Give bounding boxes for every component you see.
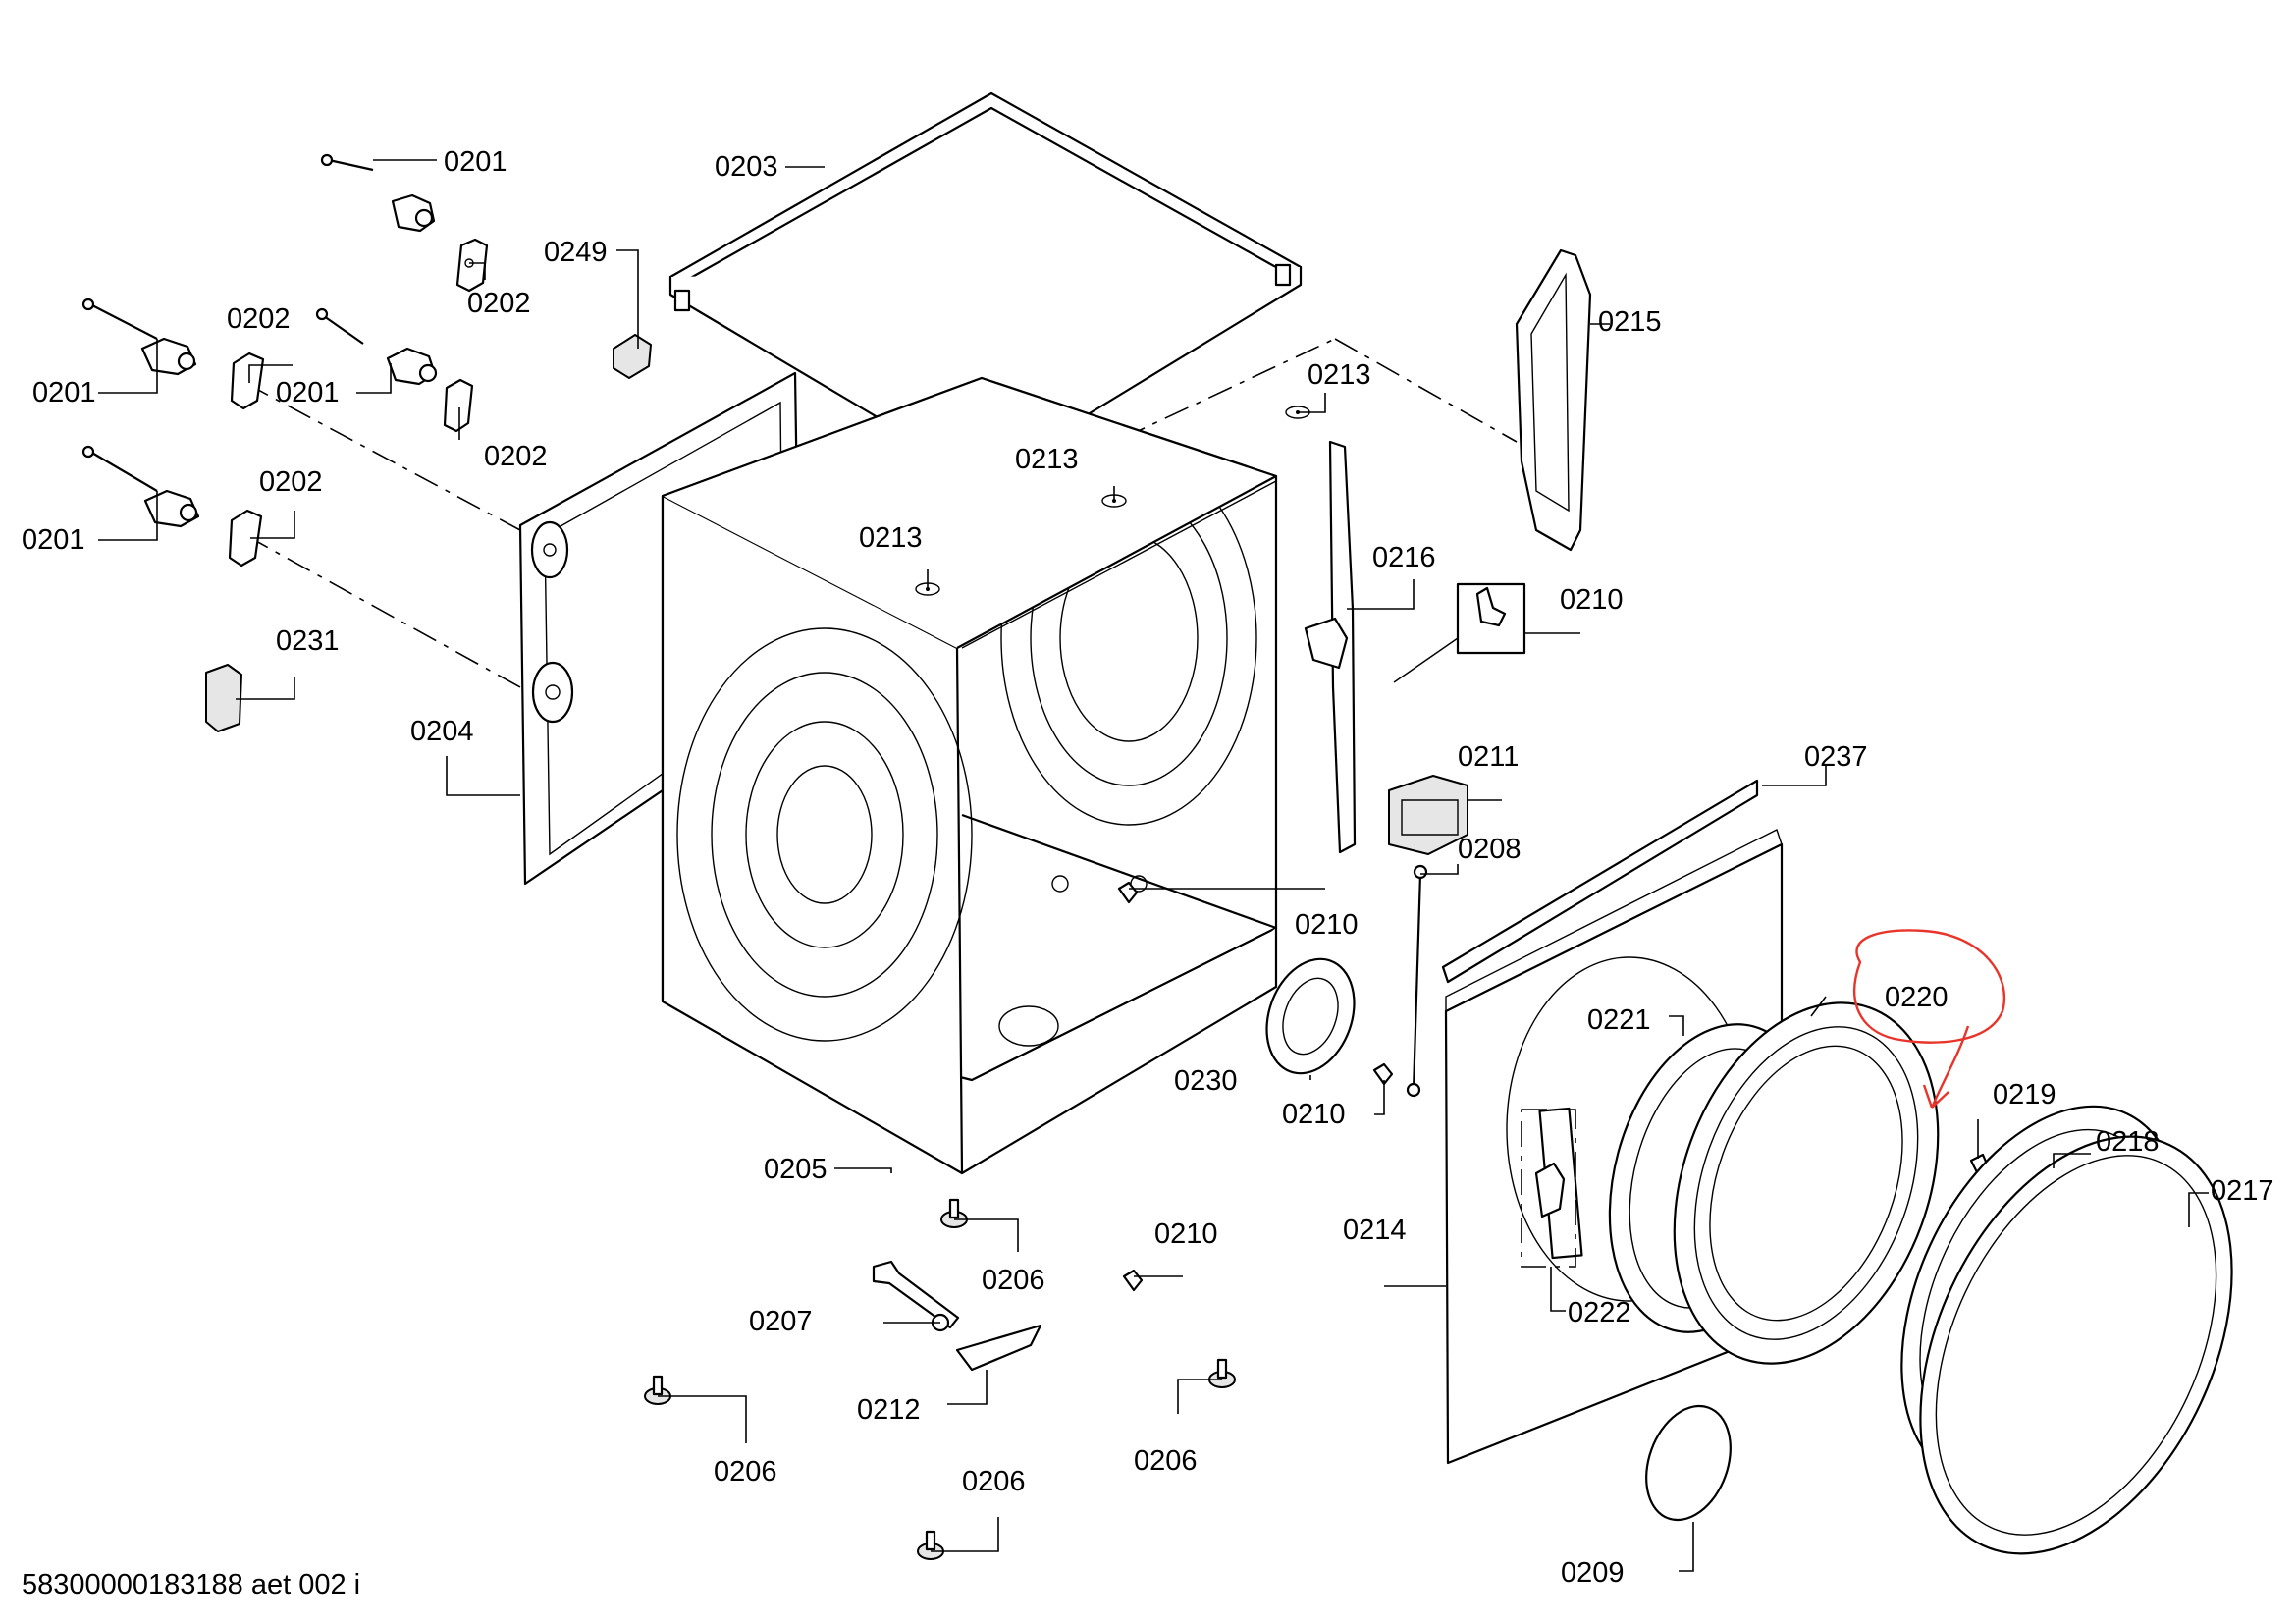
label-0214: 0214 bbox=[1343, 1215, 1407, 1246]
label-0201: 0201 bbox=[22, 524, 85, 556]
label-0215: 0215 bbox=[1598, 306, 1662, 338]
label-0202: 0202 bbox=[467, 288, 531, 319]
label-0206: 0206 bbox=[962, 1466, 1026, 1497]
label-0219: 0219 bbox=[1993, 1079, 2056, 1110]
label-0210: 0210 bbox=[1154, 1218, 1218, 1250]
label-0204: 0204 bbox=[410, 716, 474, 747]
label-0237: 0237 bbox=[1804, 741, 1868, 773]
side-bracket-0215 bbox=[1515, 248, 1592, 552]
label-0201: 0201 bbox=[444, 146, 507, 178]
feet-and-tools bbox=[644, 1198, 1236, 1560]
label-0213: 0213 bbox=[859, 522, 923, 554]
label-0208: 0208 bbox=[1458, 834, 1522, 865]
label-0201: 0201 bbox=[32, 377, 96, 408]
door-frame-ring-0220 bbox=[1673, 1001, 1940, 1365]
label-0220: 0220 bbox=[1885, 982, 1949, 1013]
part-labels: 0201 0202 0202 0201 0201 0202 0202 0201 … bbox=[22, 146, 2274, 1600]
highlight-arrow bbox=[1930, 1025, 1970, 1109]
crossbar-0237 bbox=[1441, 779, 1759, 984]
control-module-0211 bbox=[1388, 775, 1468, 855]
rod-0208 bbox=[1412, 873, 1422, 1091]
label-0206: 0206 bbox=[714, 1456, 777, 1488]
cap-0209 bbox=[1645, 1404, 1732, 1522]
hinge-bolt-assemblies bbox=[81, 153, 489, 732]
label-0217: 0217 bbox=[2211, 1175, 2274, 1207]
label-0206: 0206 bbox=[982, 1265, 1045, 1296]
label-0221: 0221 bbox=[1587, 1004, 1651, 1036]
pump-cover-0230 bbox=[1265, 957, 1356, 1075]
top-cover-panel bbox=[668, 91, 1303, 481]
drawing-id-footer: 58300000183188 aet 002 i bbox=[22, 1569, 360, 1600]
clip-0210-b bbox=[1122, 1269, 1144, 1292]
label-0209: 0209 bbox=[1561, 1557, 1625, 1589]
label-0216: 0216 bbox=[1372, 542, 1436, 573]
label-0210: 0210 bbox=[1282, 1099, 1346, 1130]
label-0249: 0249 bbox=[544, 237, 608, 268]
outer-ring-0217 bbox=[1919, 1135, 2233, 1555]
label-0207: 0207 bbox=[749, 1306, 813, 1337]
label-0202: 0202 bbox=[484, 441, 548, 472]
label-0201: 0201 bbox=[276, 377, 340, 408]
leader-lines bbox=[98, 159, 2209, 1572]
label-0230: 0230 bbox=[1174, 1065, 1238, 1097]
lock-box-0222 bbox=[1521, 1109, 1576, 1268]
label-0202: 0202 bbox=[259, 466, 323, 498]
label-0210: 0210 bbox=[1295, 909, 1359, 941]
clip-0210-a bbox=[1372, 1062, 1394, 1086]
label-0222: 0222 bbox=[1568, 1297, 1631, 1328]
label-0213: 0213 bbox=[1015, 444, 1079, 475]
cabinet-frame bbox=[661, 376, 1278, 1175]
label-0206: 0206 bbox=[1134, 1445, 1198, 1477]
label-0203: 0203 bbox=[715, 151, 778, 183]
label-0218: 0218 bbox=[2096, 1126, 2160, 1158]
label-0210: 0210 bbox=[1560, 584, 1624, 616]
label-0211: 0211 bbox=[1458, 741, 1519, 773]
label-0205: 0205 bbox=[764, 1154, 828, 1185]
label-0231: 0231 bbox=[276, 625, 340, 657]
label-0202: 0202 bbox=[227, 303, 291, 335]
clip-0249 bbox=[613, 334, 652, 379]
highlight-circle bbox=[1853, 929, 2006, 1044]
clip-0210-c bbox=[1117, 881, 1139, 904]
label-0213: 0213 bbox=[1308, 359, 1371, 391]
highlight-annotation bbox=[1853, 929, 2006, 1109]
label-0212: 0212 bbox=[857, 1394, 921, 1426]
